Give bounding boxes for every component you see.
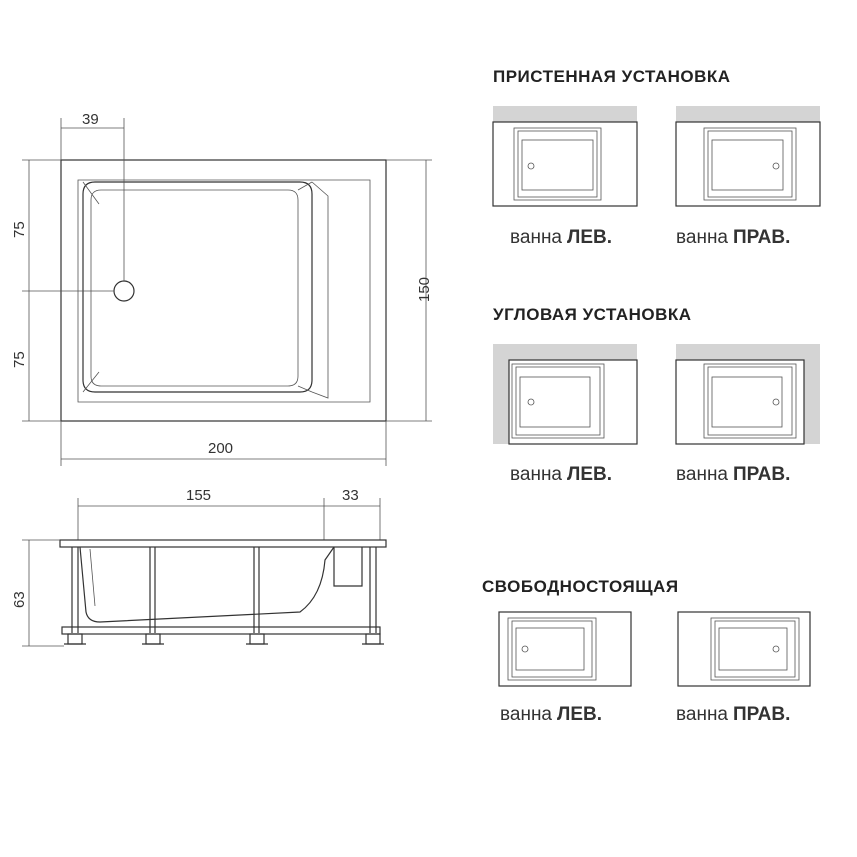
section-title: СВОБОДНОСТОЯЩАЯ (482, 577, 679, 596)
dim-left-lower: 75 (11, 351, 28, 368)
side-rim (59, 539, 387, 548)
drain-circle (113, 280, 135, 302)
side-frame-bottom (61, 626, 381, 635)
dim-inner-length: 155 (186, 487, 211, 504)
tub-outer-rim (60, 159, 387, 422)
thumb-free-right (677, 611, 811, 687)
thumb-corner-left (508, 359, 638, 445)
section-title: ПРИСТЕННАЯ УСТАНОВКА (493, 67, 731, 86)
tub-basin (82, 181, 313, 393)
top-view: 39 75 75 150 200 (11, 111, 433, 466)
tub-deck (77, 179, 371, 403)
side-body (79, 546, 335, 623)
dim-height: 150 (416, 277, 433, 302)
side-view: 155 33 63 (11, 487, 387, 647)
dim-width: 200 (208, 440, 233, 457)
thumb-free-left (498, 611, 632, 687)
side-overflow-block (333, 547, 363, 587)
thumb-wall-right (675, 121, 821, 207)
dim-step: 33 (342, 487, 359, 504)
wall-shading (493, 106, 637, 122)
thumb-wall-left (492, 121, 638, 207)
dim-drain-offset: 39 (82, 111, 99, 128)
section-title: УГЛОВАЯ УСТАНОВКА (493, 305, 692, 324)
dim-depth: 63 (11, 591, 28, 608)
thumb-corner-right (675, 359, 805, 445)
dim-left-upper: 75 (11, 221, 28, 238)
